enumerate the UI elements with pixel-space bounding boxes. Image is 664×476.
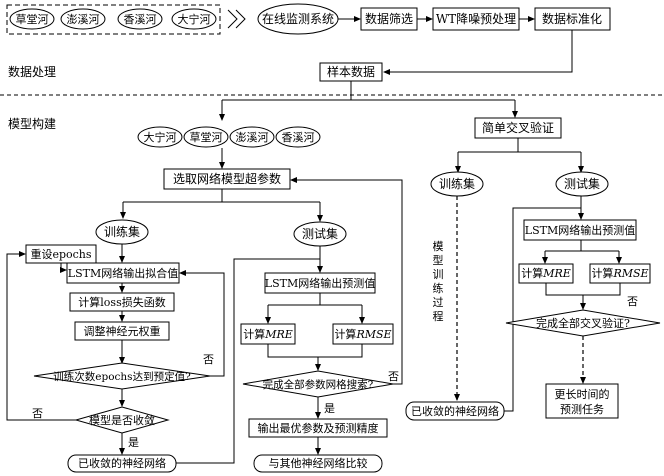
sample-data-label: 样本数据: [327, 64, 375, 79]
lstm-pred-box: [523, 219, 637, 241]
epochs-decision-label: 训练次数epochs达到预定值?: [53, 370, 191, 383]
converge-decision-label: 模型是否收敛: [89, 413, 155, 427]
chevron-arrow-icon: [227, 9, 238, 29]
converge-decision-diamond: [74, 406, 170, 434]
select-hyperparams-label: 选取网络模型超参数: [173, 171, 281, 186]
standardize-label: 数据标准化: [542, 11, 602, 26]
river-node: [9, 8, 55, 30]
longer-task-line1: 更长时间的: [555, 387, 610, 401]
vertical-char: 模: [433, 240, 444, 253]
training-process-vertical-label: 模 型 训 练 过 程: [433, 240, 444, 323]
vertical-char: 型: [433, 253, 444, 267]
river-label: 香溪河: [124, 13, 157, 26]
river-label: 草堂河: [16, 13, 49, 26]
longer-task-line2: 预测任务: [560, 403, 604, 416]
lstm-pred-label: LSTM网络输出预测值: [265, 276, 375, 290]
river-label: 澎溪河: [236, 131, 269, 144]
compare-networks-label: 与其他神经网络比较: [269, 456, 368, 470]
longer-task-box: [545, 383, 619, 419]
loop-arrow-no: [6, 251, 76, 421]
river-label: 草堂河: [190, 131, 223, 144]
lstm-pred-label: LSTM网络输出预测值: [525, 223, 635, 237]
river-node: [60, 8, 106, 30]
converged-network-label: 已收敛的神经网络: [78, 456, 166, 470]
cv-decision-diamond: [505, 309, 661, 337]
section-label-data-processing: 数据处理: [8, 64, 56, 79]
calc-mre-label: 计算MRE: [243, 327, 293, 341]
river-node: [229, 126, 275, 148]
yes-label: 是: [324, 402, 335, 415]
rmse-text: RMSE: [355, 328, 391, 341]
wt-denoise-label: WT降噪预处理: [436, 12, 516, 26]
monitoring-system-label: 在线监测系统: [262, 12, 334, 26]
calc-rmse-label: 计算RMSE: [591, 266, 648, 280]
river-node: [183, 126, 229, 148]
flow-line: [267, 344, 363, 358]
mre-text: MRE: [264, 328, 293, 341]
test-set-label: 测试集: [564, 176, 600, 191]
lstm-fit-label: LSTM网络输出拟合值: [68, 266, 178, 280]
calc-rmse-box: [332, 323, 394, 345]
river-node: [171, 8, 217, 30]
calc-prefix: 计算: [243, 327, 265, 341]
river-label: 澎溪河: [67, 13, 100, 26]
vertical-char: 练: [433, 281, 444, 295]
river-node: [117, 8, 163, 30]
calc-prefix: 计算: [521, 266, 543, 280]
flow-line: [545, 283, 621, 296]
calc-mre-label: 计算MRE: [521, 266, 571, 280]
adjust-weights-label: 调整神经元权重: [84, 324, 161, 338]
yes-label: 是: [128, 436, 139, 449]
no-label: 否: [203, 353, 214, 366]
river-node: [275, 126, 321, 148]
train-set-label: 训练集: [439, 176, 475, 191]
flow-arrow: [383, 30, 573, 75]
no-label: 否: [627, 295, 638, 308]
no-label: 否: [388, 370, 399, 383]
rmse-text: RMSE: [612, 267, 648, 280]
train-set-label: 训练集: [104, 224, 140, 239]
calc-prefix: 计算: [591, 266, 613, 280]
calc-loss-label: 计算loss损失函数: [78, 295, 165, 309]
no-label: 否: [32, 407, 43, 420]
calc-prefix: 计算: [334, 327, 356, 341]
data-filter-label: 数据筛选: [365, 11, 413, 26]
grid-search-decision-label: 完成全部参数网格搜索?: [263, 378, 374, 391]
cross-validation-label: 简单交叉验证: [482, 120, 554, 135]
reset-epochs-label: 重设epochs: [30, 247, 91, 261]
river-node: [137, 126, 183, 148]
loop-arrow-no: [290, 177, 403, 385]
vertical-char: 训: [433, 268, 444, 281]
output-best-label: 输出最优参数及预测精度: [258, 421, 379, 435]
river-label: 香溪河: [282, 131, 315, 144]
flow-arrow: [60, 263, 67, 273]
compare-networks-box: [253, 454, 383, 473]
river-label: 大宁河: [178, 12, 211, 26]
river-label: 大宁河: [144, 130, 177, 144]
loop-arrow-no: [179, 270, 225, 377]
converged-network-label: 已收敛的神经网络: [411, 404, 499, 418]
test-set-label: 测试集: [302, 226, 338, 241]
vertical-char: 程: [433, 310, 444, 323]
test-set-node: [555, 171, 609, 197]
section-label-model-building: 模型构建: [8, 116, 56, 131]
calc-rmse-label: 计算RMSE: [334, 327, 391, 341]
mre-text: MRE: [542, 267, 571, 280]
vertical-char: 过: [433, 296, 444, 309]
river-group-top: [6, 4, 221, 35]
cv-decision-label: 完成全部交叉验证?: [536, 316, 630, 330]
chevron-arrow-icon: [235, 9, 246, 29]
